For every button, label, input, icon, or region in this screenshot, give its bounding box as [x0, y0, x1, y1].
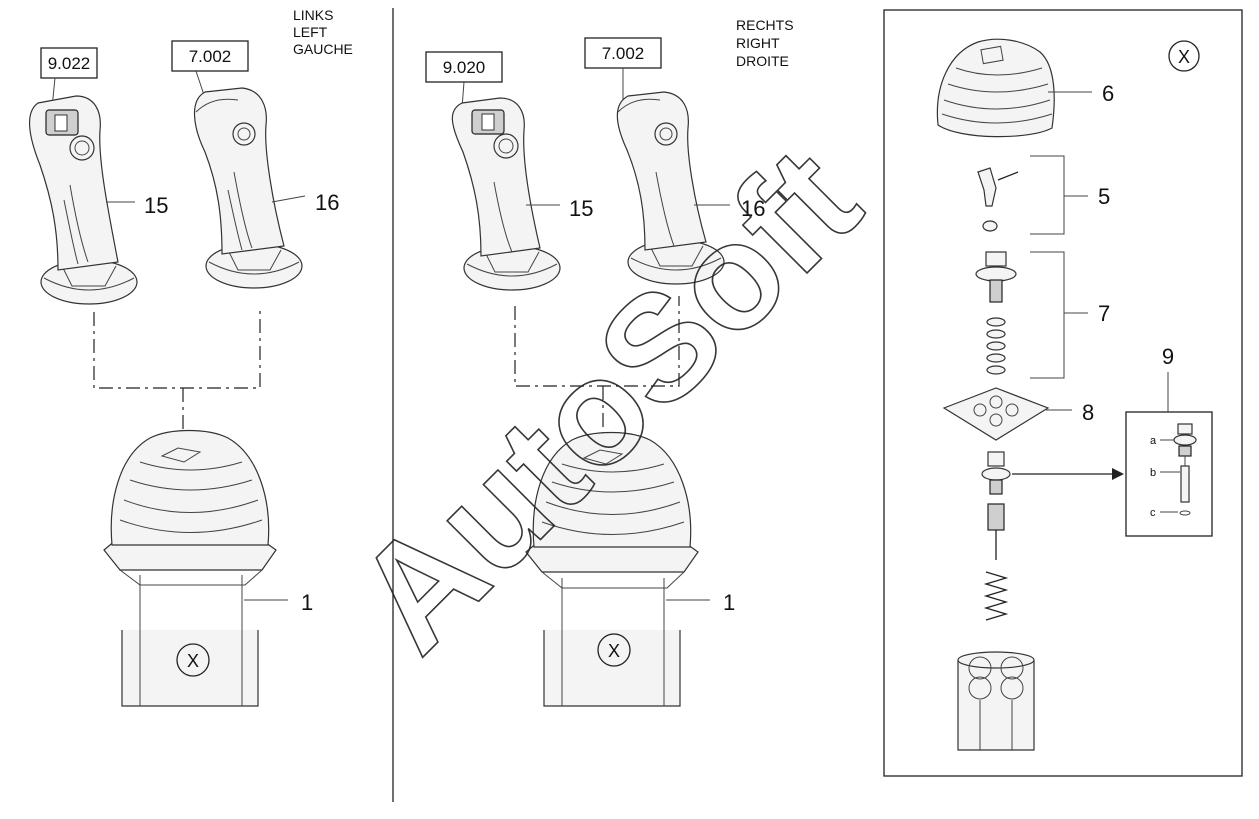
bracket: [1030, 155, 1088, 235]
detail-panel: X 6 5 7: [883, 9, 1243, 777]
item-number: 6: [1102, 81, 1114, 106]
grip-code: 9.022: [48, 54, 91, 73]
item-number: 15: [144, 193, 168, 218]
left-panel: LINKS LEFT GAUCHE 9.022 7.002 15: [28, 7, 353, 707]
inset-letter: a: [1150, 435, 1157, 447]
detail-marker: [1168, 40, 1200, 72]
rubber-boot: [936, 38, 1055, 138]
item-number: 8: [1082, 400, 1094, 425]
mounting-plate: [942, 387, 1050, 441]
joystick-grip: [28, 95, 138, 305]
side-label-line-2: RIGHT: [736, 35, 780, 51]
grip-code-box: [171, 40, 249, 72]
side-label-line-1: RECHTS: [736, 17, 794, 33]
inset-parts: [1173, 423, 1197, 516]
plunger-and-seals: [975, 251, 1017, 375]
inset-box: [1125, 411, 1213, 537]
watermark: AutoSoft: [324, 116, 890, 682]
item-number: 5: [1098, 184, 1110, 209]
arrow-head: [1112, 468, 1124, 480]
grip-code: 9.020: [443, 58, 486, 77]
joystick-grip: [616, 91, 725, 285]
side-label-line-1: LINKS: [293, 7, 333, 23]
item-number: 16: [741, 196, 765, 221]
item-number: 1: [723, 590, 735, 615]
grip-code: 7.002: [189, 47, 232, 66]
detail-marker-label: X: [608, 641, 620, 661]
detail-frame: [883, 9, 1243, 777]
side-label-line-3: GAUCHE: [293, 41, 353, 57]
inset-letter: b: [1150, 467, 1156, 479]
detail-marker-label: X: [1178, 47, 1190, 67]
detail-marker: [597, 633, 631, 667]
cartridge-spring-housing: [957, 451, 1035, 751]
side-label-line-2: LEFT: [293, 24, 328, 40]
assembly-connector: [514, 296, 680, 440]
leader-line: [271, 195, 306, 203]
item-number: 1: [301, 590, 313, 615]
item-number: 7: [1098, 301, 1110, 326]
grip-code-box: [40, 47, 98, 79]
joystick-base: [525, 431, 699, 707]
joystick-base: [103, 429, 277, 707]
bracket: [1030, 251, 1088, 379]
grip-code: 7.002: [602, 44, 645, 63]
detail-marker: [176, 643, 210, 677]
assembly-connector: [93, 308, 261, 440]
joystick-grip: [193, 87, 303, 289]
item-number: 9: [1162, 344, 1174, 369]
pin-and-nut: [977, 167, 1019, 232]
inset-letter: c: [1150, 507, 1156, 519]
detail-marker-label: X: [187, 651, 199, 671]
item-number: 15: [569, 196, 593, 221]
item-number: 16: [315, 190, 339, 215]
side-label-line-3: DROITE: [736, 53, 789, 69]
joystick-grip: [451, 97, 561, 291]
right-side-panel: RECHTS RIGHT DROITE 9.020 7.002 15: [425, 17, 794, 707]
